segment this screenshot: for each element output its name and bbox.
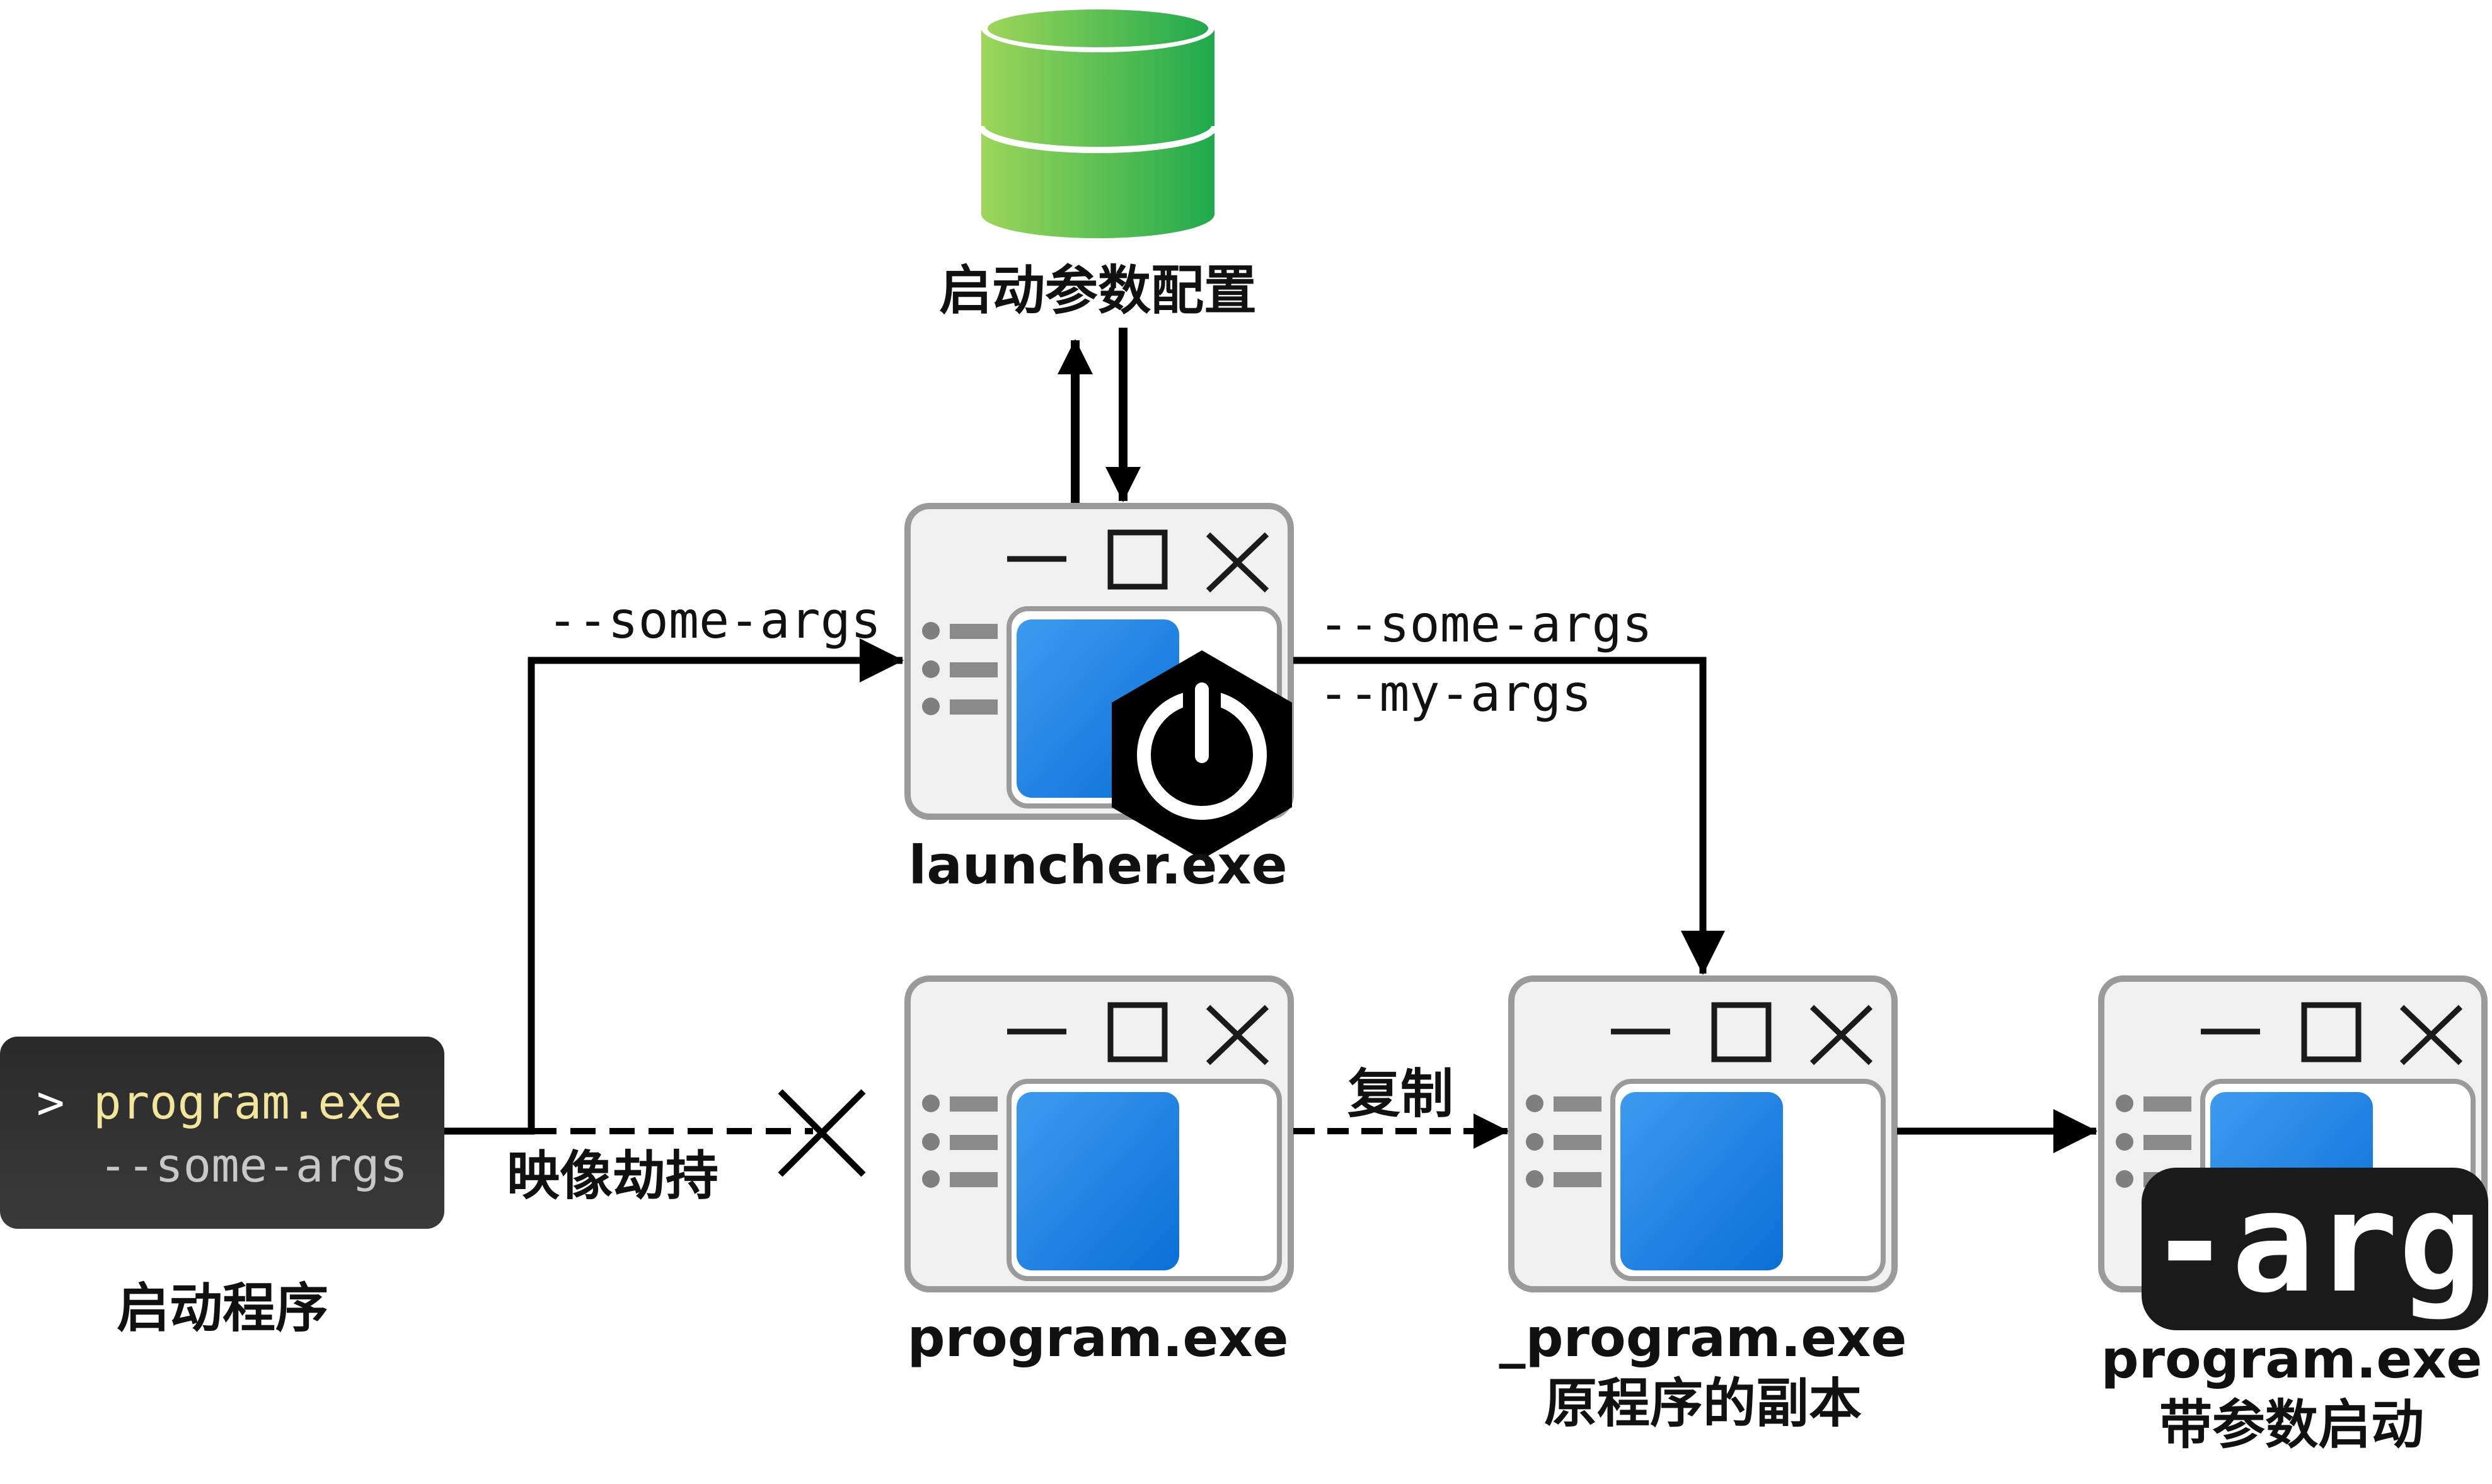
edge-label-to-launcher-args: --some-args (547, 591, 881, 650)
terminal-block: > program.exe --some-args 启动程序 (0, 1037, 444, 1339)
edge-label-copy: 复制 (1347, 1063, 1453, 1125)
program-copy-window: _program.exe 原程序的副本 (1499, 975, 1907, 1434)
launcher-label: launcher.exe (908, 834, 1287, 896)
config-database: 启动参数配置 (939, 4, 1257, 321)
arg-badge: -arg (2142, 1162, 2488, 1330)
edge-label-hijack: 映像劫持 (507, 1145, 718, 1207)
program-launched-label: program.exe (2101, 1328, 2482, 1390)
terminal-caption: 启动程序 (117, 1277, 328, 1339)
blocked-cross-icon (778, 1089, 866, 1177)
program-launched-sublabel: 带参数启动 (2159, 1394, 2424, 1456)
terminal-prompt: > (37, 1076, 65, 1130)
edge-label-from-launcher-args-1: --some-args (1318, 595, 1653, 653)
program-original-label: program.exe (907, 1307, 1288, 1369)
terminal-args: --some-args (99, 1139, 408, 1193)
arg-badge-text: -arg (2148, 1162, 2482, 1323)
arrow-terminal-to-launcher (444, 638, 904, 1135)
database-icon (978, 4, 1218, 238)
config-database-label: 启动参数配置 (939, 260, 1257, 321)
program-launched-window: -arg program.exe 带参数启动 (2098, 975, 2488, 1456)
arrow-launcher-to-copy (1293, 657, 1725, 975)
program-copy-sublabel: 原程序的副本 (1544, 1372, 1862, 1434)
terminal-command: program.exe (93, 1076, 402, 1130)
power-icon (1112, 650, 1292, 860)
launcher-window: launcher.exe (904, 503, 1294, 896)
program-original-window: program.exe (904, 975, 1294, 1369)
program-copy-label: _program.exe (1499, 1307, 1906, 1369)
edge-label-from-launcher-args-2: --my-args (1318, 664, 1591, 723)
